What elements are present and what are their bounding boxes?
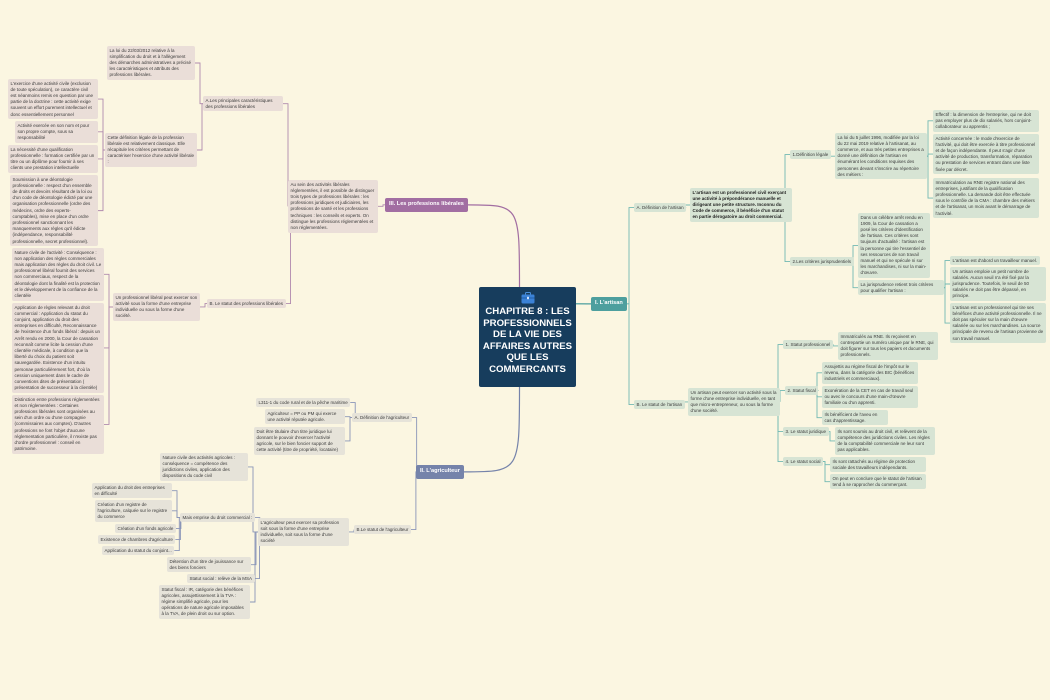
connector-line: [828, 431, 835, 442]
topic-agriculteur-a2[interactable]: Agriculteur = PP ou PM qui exerce une ac…: [265, 409, 345, 425]
connector-line: [823, 461, 830, 483]
connector-line: [283, 103, 289, 207]
topic-artisan-juris-arret[interactable]: Dans un célèbre arrêt rendu en 1909, la …: [858, 213, 930, 279]
branch-artisan-root[interactable]: I. L'artisan: [591, 297, 627, 311]
connector-line: [944, 287, 950, 324]
topic-artisan-s4[interactable]: 4. Le statut social: [783, 457, 824, 467]
topic-artisan-legal-effectif[interactable]: Effectif : la dimension de l'entreprise,…: [933, 110, 1039, 132]
topic-agriculteur-b2c[interactable]: Création d'un fonds agricole: [115, 524, 176, 534]
topic-artisan-s3[interactable]: 3. Le statut juridique: [783, 427, 829, 437]
topic-agriculteur-b2e[interactable]: Application du statut du conjoint...: [102, 546, 175, 556]
connector-line: [195, 62, 203, 105]
topic-artisan-juris-trois[interactable]: La jurisprudence retient trois critères …: [858, 280, 944, 296]
topic-agriculteur-b2[interactable]: Mais emprise du droit commercial :: [180, 513, 255, 523]
topic-liberal-b2[interactable]: Application de règles relevant du droit …: [12, 303, 104, 393]
connector-line: [467, 204, 521, 288]
topic-liberal-b[interactable]: B. Le statut des professions libérales: [207, 299, 286, 309]
briefcase-icon: [521, 292, 534, 304]
connector-line: [248, 466, 258, 533]
connector-line: [98, 149, 105, 212]
connector-line: [104, 306, 113, 349]
connector-line: [104, 306, 113, 425]
topic-agriculteur-b2a[interactable]: Application du droit des entreprises en …: [92, 483, 172, 499]
topic-artisan-s2a[interactable]: Assujettis au régime fiscal de l'impôt s…: [822, 362, 918, 384]
topic-liberal-b-txt[interactable]: Un professionnel libéral peut exercer so…: [113, 293, 200, 321]
topic-artisan-legal-immat[interactable]: Immatriculation au RNE registre national…: [933, 178, 1039, 219]
topic-artisan-legal-loi[interactable]: La loi du 5 juillet 1996, modifiée par l…: [835, 133, 927, 180]
topic-agriculteur-b-txt[interactable]: L'agriculteur peut exercer sa profession…: [258, 518, 349, 546]
topic-artisan-legal-activite[interactable]: Activité concernée : le mode d'exercice …: [933, 134, 1039, 175]
connector-line: [410, 471, 417, 531]
topic-artisan-juris[interactable]: 2.Les critères jurisprudentiels: [790, 257, 854, 267]
connector-line: [626, 303, 634, 406]
topic-liberal-c4[interactable]: Soumission à une déontologie professionn…: [10, 175, 98, 247]
topic-agriculteur-b2d[interactable]: Existence de chambres d'agriculture: [98, 535, 176, 545]
topic-agriculteur-a[interactable]: A. Définition de l'agriculteur: [352, 413, 412, 423]
connector-line: [463, 386, 521, 473]
topic-artisan-s1[interactable]: 1. Statut professionnel: [783, 340, 833, 350]
topic-artisan-legal[interactable]: 1.Définition légale: [790, 150, 831, 160]
branch-liberal-root[interactable]: III. Les professions libérales: [385, 198, 468, 212]
topic-artisan-crit1[interactable]: L'artisan est d'abord un travailleur man…: [950, 256, 1040, 266]
connector-line: [98, 131, 105, 151]
topic-artisan-b-txt[interactable]: Un artisan peut exercer son activité sou…: [688, 388, 780, 416]
central-topic[interactable]: CHAPITRE 8 : LES PROFESSIONNELS DE LA VI…: [479, 287, 576, 387]
topic-artisan-s2c[interactable]: Ils bénéficient de l'aveu en cas d'appre…: [822, 410, 888, 426]
topic-agriculteur-b2b[interactable]: Création d'un registre de l'agriculture,…: [95, 500, 172, 522]
central-title: CHAPITRE 8 : LES PROFESSIONNELS DE LA VI…: [482, 306, 573, 375]
topic-liberal-intro[interactable]: Au sein des activités libérales réglemen…: [288, 180, 378, 233]
topic-liberal-a[interactable]: A.Les principales caractéristiques des p…: [203, 96, 283, 112]
topic-artisan-s1a[interactable]: Immatriculés au RNE. Ils reçoivent en co…: [838, 332, 938, 360]
connector-line: [345, 417, 352, 442]
connector-line: [927, 155, 933, 199]
topic-artisan-s3a[interactable]: Ils sont soumis au droit civil, et relèv…: [835, 427, 935, 455]
topic-artisan-s4a[interactable]: Ils sont rattachés au régime de protecti…: [830, 457, 926, 473]
topic-artisan-crit3[interactable]: L'artisan est un professionnel qui tire …: [950, 303, 1046, 344]
topic-artisan-a[interactable]: A. Définition de l'artisan: [634, 203, 687, 213]
topic-liberal-a-def[interactable]: Cette définition légale de la profession…: [105, 133, 197, 168]
connector-line: [98, 149, 105, 160]
connector-line: [823, 461, 830, 466]
topic-artisan-s2b[interactable]: Exonération de la CET en cas de travail …: [822, 386, 918, 408]
connector-line: [779, 390, 785, 402]
connector-line: [197, 103, 203, 151]
connector-line: [251, 531, 258, 566]
topic-agriculteur-a1[interactable]: L311-1 du code rural et de la pêche mari…: [256, 398, 351, 408]
connector-line: [172, 490, 180, 519]
topic-artisan-crit2[interactable]: Un artisan emploie un petit nombre de sa…: [950, 267, 1046, 302]
topic-liberal-a-loi[interactable]: La loi du 22/03/2012 relative à la simpl…: [107, 46, 195, 81]
topic-liberal-b1[interactable]: Nature civile de l'activité : Conséquenc…: [12, 248, 104, 301]
topic-agriculteur-b4[interactable]: Statut social : relève de la MSA: [187, 574, 255, 584]
branch-agriculteur-root[interactable]: II. L'agriculteur: [416, 465, 464, 479]
connector-line: [626, 207, 634, 305]
topic-artisan-s2[interactable]: 2. Statut fiscal: [785, 386, 819, 396]
topic-agriculteur-a3[interactable]: Doit être titulaire d'un titre juridique…: [254, 427, 345, 455]
topic-artisan-a-def[interactable]: L'artisan est un professionnel civil exe…: [690, 188, 792, 223]
connector-line: [104, 273, 113, 308]
topic-liberal-b3[interactable]: Distinction entre professions réglementé…: [12, 395, 104, 454]
topic-agriculteur-b1[interactable]: Nature civile des activités agricoles : …: [160, 453, 248, 481]
topic-liberal-c3[interactable]: La nécessité d'une qualification profess…: [8, 145, 98, 173]
connector-line: [250, 531, 258, 603]
topic-artisan-s4b[interactable]: On peut en conclure que le statut de l'a…: [830, 474, 926, 490]
topic-agriculteur-b[interactable]: B.Le statut de l'agriculteur: [354, 525, 411, 535]
topic-agriculteur-b5[interactable]: Statut fiscal : IR, catégorie des bénéfi…: [159, 585, 250, 620]
connector-line: [172, 510, 180, 519]
connector-line: [98, 98, 105, 151]
topic-liberal-c1[interactable]: L'exercice d'une activité civile (exclus…: [8, 79, 98, 120]
connector-line: [832, 344, 838, 347]
connector-line: [411, 417, 418, 473]
connector-line: [200, 303, 207, 308]
topic-liberal-c2[interactable]: Activité exercée en son nom et pour son …: [15, 121, 98, 143]
connector-line: [174, 517, 180, 552]
topic-agriculteur-b3[interactable]: Détention d'un titre de jouissance sur d…: [167, 557, 251, 573]
connector-line: [378, 204, 385, 207]
topic-artisan-b[interactable]: B. Le statut de l'artisan: [634, 400, 685, 410]
